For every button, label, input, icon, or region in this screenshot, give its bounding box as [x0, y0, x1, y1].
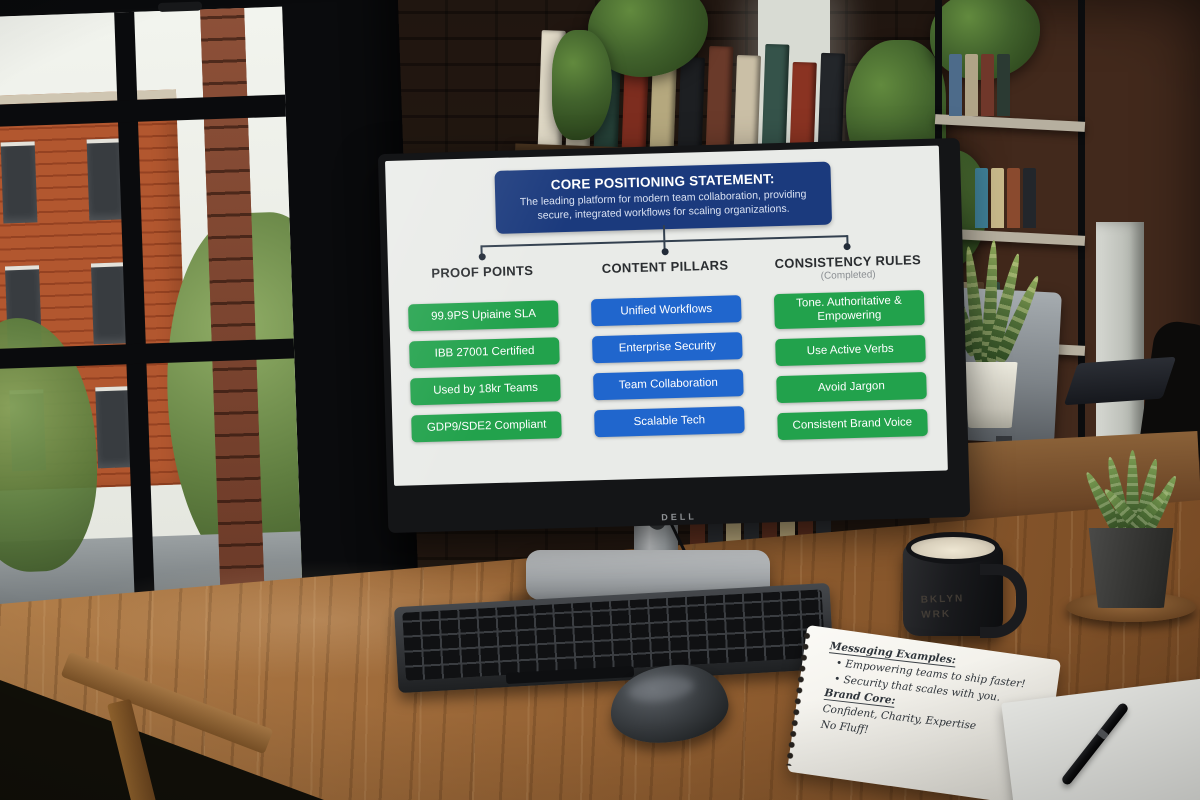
consistency-rule-box: Avoid Jargon — [776, 371, 927, 403]
connector-line — [662, 225, 666, 241]
shelf-rail — [1078, 0, 1085, 440]
pothos-vine — [552, 30, 612, 140]
monitor-screen: CORE POSITIONING STATEMENT: The leading … — [385, 145, 948, 486]
book-group — [975, 168, 1036, 228]
consistency-rule-box: Tone. Authoritative & Empowering — [773, 290, 925, 329]
content-pillar-box: Scalable Tech — [594, 406, 745, 438]
mug-handle — [980, 564, 1027, 638]
diagram-header-title: CORE POSITIONING STATEMENT: — [550, 171, 775, 193]
book-spine — [761, 43, 790, 157]
coffee-mug: BKLYN WRK — [903, 532, 1027, 638]
connector-line — [480, 245, 483, 257]
monitor: CORE POSITIONING STATEMENT: The leading … — [377, 137, 971, 534]
mug-text-line: BKLYN — [920, 593, 965, 606]
book-spine — [975, 168, 988, 228]
diagram-header-box: CORE POSITIONING STATEMENT: The leading … — [494, 161, 832, 235]
column-title: CONTENT PILLARS — [601, 257, 729, 276]
column-title: PROOF POINTS — [431, 262, 534, 281]
shelf-board — [934, 114, 1086, 132]
column-subtitle — [408, 277, 558, 294]
content-pillar-box: Enterprise Security — [592, 332, 743, 364]
laptop — [1063, 356, 1177, 406]
book-spine — [997, 54, 1010, 116]
book-spine — [677, 56, 705, 154]
mug-rim — [906, 532, 1000, 564]
snake-plant-pot — [962, 362, 1018, 428]
connector-line — [846, 235, 849, 247]
book-spine — [1007, 168, 1020, 228]
connector-dot — [478, 253, 486, 261]
proof-point-box: 99.9PS Upiaine SLA — [408, 300, 559, 332]
content-pillar-box: Unified Workflows — [591, 295, 742, 327]
consistency-rule-box: Consistent Brand Voice — [777, 408, 928, 440]
window-latch — [157, 1, 203, 12]
mug-text-line: WRK — [921, 608, 952, 621]
building-window — [0, 141, 38, 224]
book-spine — [1023, 168, 1036, 228]
diagram-header-subtitle: The leading platform for modern team col… — [519, 188, 807, 222]
book-spine — [705, 45, 734, 155]
succulent-pot — [1088, 528, 1174, 608]
mouse-highlight — [626, 672, 696, 705]
connector-line — [481, 235, 848, 248]
connector-line — [663, 240, 666, 252]
mug-text: BKLYN WRK — [920, 591, 965, 623]
connector-dot — [843, 243, 851, 251]
book-spine — [965, 54, 978, 116]
connector-dot — [661, 248, 669, 256]
column-subtitle: (Completed) — [820, 269, 876, 282]
book-spine — [733, 54, 762, 156]
book-spine — [991, 168, 1004, 228]
consistency-rule-box: Use Active Verbs — [775, 334, 926, 366]
proof-point-box: GDP9/SDE2 Compliant — [411, 411, 562, 443]
column-consistency-rules: CONSISTENCY RULES (Completed) Tone. Auth… — [773, 252, 928, 440]
column-title: CONSISTENCY RULES — [774, 252, 922, 272]
content-pillar-box: Team Collaboration — [593, 369, 744, 401]
column-proof-points: PROOF POINTS 99.9PS Upiaine SLA IBB 2700… — [407, 262, 562, 443]
book-group — [949, 54, 1010, 116]
proof-point-box: Used by 18kr Teams — [410, 374, 561, 406]
proof-point-box: IBB 27001 Certified — [409, 337, 560, 369]
column-subtitle — [591, 272, 741, 289]
book-spine — [949, 54, 962, 116]
book-spine — [981, 54, 994, 116]
column-content-pillars: CONTENT PILLARS Unified Workflows Enterp… — [590, 257, 745, 438]
